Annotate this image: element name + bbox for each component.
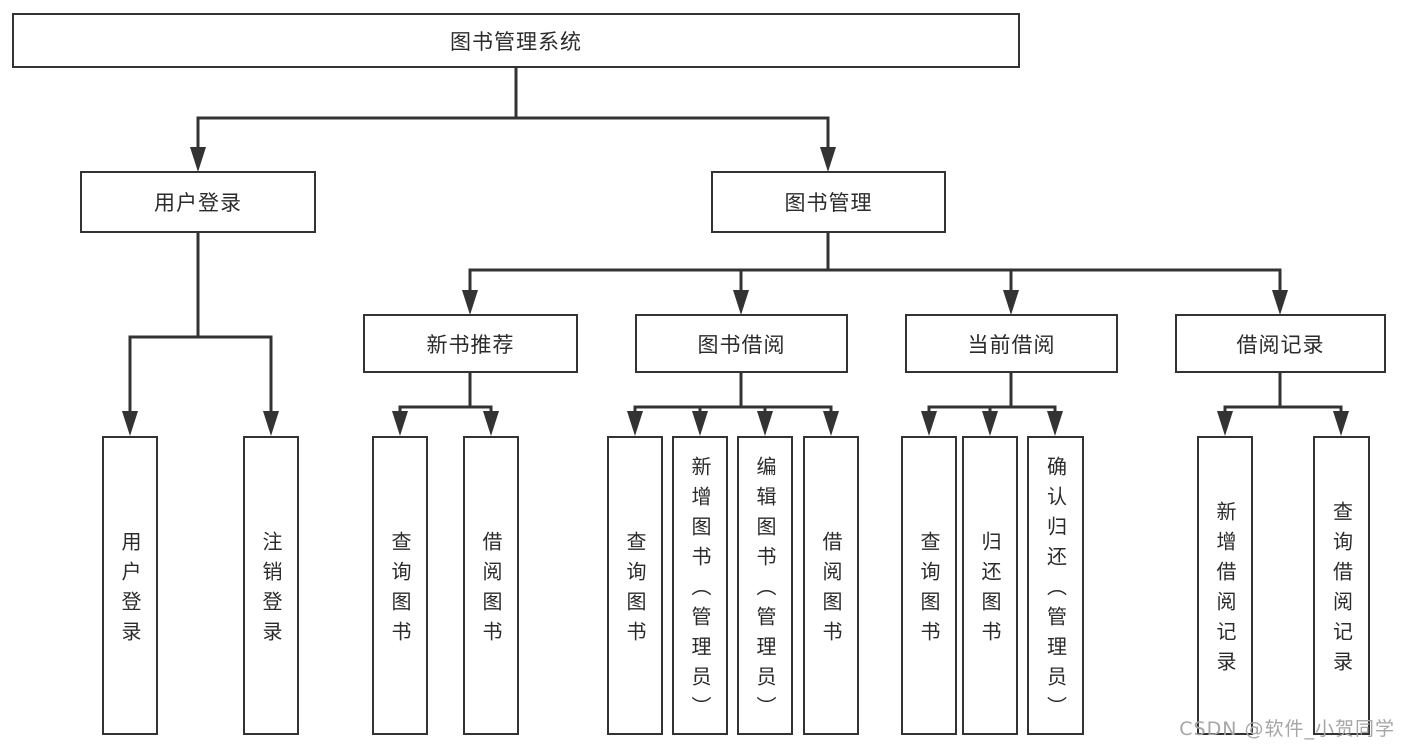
leaf-borrow-add-books-admin-label: 新增图书（管理员） — [688, 455, 712, 726]
node-book-borrow: 图书借阅 — [635, 314, 848, 373]
leaf-record-query-borrow-record-label: 查询借阅记录 — [1329, 500, 1354, 681]
leaf-user-login-label: 用户登录 — [118, 530, 142, 651]
leaf-logout-label: 注销登录 — [259, 530, 283, 651]
node-current-borrow-label: 当前借阅 — [967, 332, 1056, 357]
leaf-borrow-borrow-books-label: 借阅图书 — [819, 530, 843, 651]
watermark: CSDN @软件_小贺同学 — [1179, 718, 1395, 740]
leaf-borrow-edit-books-admin: 编辑图书（管理员） — [737, 436, 793, 735]
node-book-borrow-label: 图书借阅 — [697, 332, 786, 357]
leaf-recommend-borrow-books-label: 借阅图书 — [479, 530, 503, 651]
node-user-login: 用户登录 — [80, 171, 316, 233]
leaf-current-return-books: 归还图书 — [962, 436, 1018, 735]
node-book-management: 图书管理 — [711, 171, 946, 233]
leaf-borrow-add-books-admin: 新增图书（管理员） — [672, 436, 728, 735]
node-new-book-recommend-label: 新书推荐 — [426, 332, 515, 357]
leaf-record-query-borrow-record: 查询借阅记录 — [1313, 436, 1370, 735]
leaf-borrow-query-books-label: 查询图书 — [623, 530, 647, 651]
node-user-login-label: 用户登录 — [154, 191, 242, 215]
leaf-borrow-query-books: 查询图书 — [607, 436, 663, 735]
leaf-user-login: 用户登录 — [102, 436, 158, 735]
node-current-borrow: 当前借阅 — [905, 314, 1118, 373]
leaf-logout: 注销登录 — [243, 436, 299, 735]
leaf-borrow-edit-books-admin-label: 编辑图书（管理员） — [753, 455, 777, 726]
leaf-recommend-borrow-books: 借阅图书 — [463, 436, 519, 735]
leaf-current-confirm-return-admin-label: 确认归还（管理员） — [1043, 455, 1068, 726]
node-root-system: 图书管理系统 — [12, 13, 1020, 68]
node-book-management-label: 图书管理 — [784, 191, 873, 215]
leaf-current-confirm-return-admin: 确认归还（管理员） — [1027, 436, 1084, 735]
leaf-record-add-borrow-record: 新增借阅记录 — [1197, 436, 1253, 735]
leaf-current-return-books-label: 归还图书 — [978, 530, 1002, 651]
node-new-book-recommend: 新书推荐 — [363, 314, 578, 373]
node-borrow-record-label: 借阅记录 — [1236, 332, 1325, 357]
leaf-record-add-borrow-record-label: 新增借阅记录 — [1213, 500, 1237, 681]
leaf-recommend-query-books-label: 查询图书 — [388, 530, 412, 651]
leaf-recommend-query-books: 查询图书 — [372, 436, 428, 735]
node-borrow-record: 借阅记录 — [1175, 314, 1386, 373]
leaf-current-query-books-label: 查询图书 — [917, 530, 941, 651]
leaf-borrow-borrow-books: 借阅图书 — [803, 436, 859, 735]
node-root-label: 图书管理系统 — [450, 29, 582, 54]
leaf-current-query-books: 查询图书 — [901, 436, 957, 735]
